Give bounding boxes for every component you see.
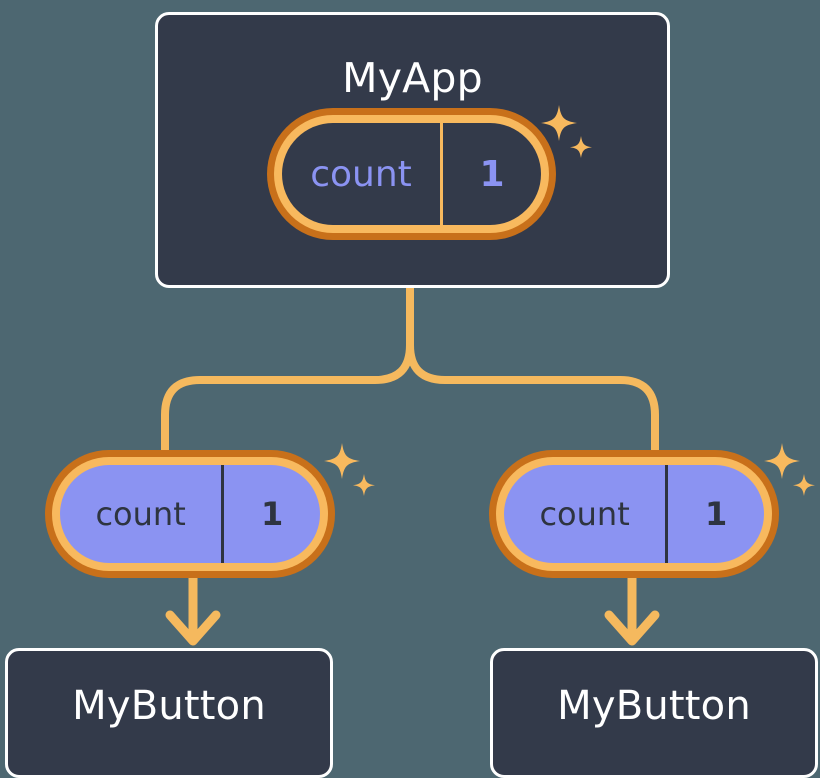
state-pill-face: count 1 [504,465,764,563]
state-pill-child-left[interactable]: count 1 [45,450,335,578]
state-pill-ring: count 1 [496,457,772,571]
state-pill-face: count 1 [60,465,320,563]
arrow-down-icon [165,573,221,646]
state-value: 1 [665,465,764,563]
connector-root-to-left [161,284,414,459]
sparkle-icon [764,443,800,479]
state-key: count [95,495,186,533]
sparkle-small-icon [353,474,375,496]
state-key: count [539,495,630,533]
state-pill-ring: count 1 [274,115,549,233]
component-title: MyButton [72,683,266,729]
component-title: MyApp [342,54,483,102]
state-pill-root[interactable]: count 1 [267,108,556,240]
state-pill-ring: count 1 [52,457,328,571]
sparkle-icon [324,443,360,479]
state-value: 1 [221,465,320,563]
state-pill-face: count 1 [282,123,541,225]
sparkle-small-icon [793,474,815,496]
component-title: MyButton [557,683,751,729]
connector-root-to-right [406,284,659,459]
arrow-down-icon [604,573,660,646]
state-value: 1 [439,123,541,225]
state-pill-child-right[interactable]: count 1 [489,450,779,578]
component-card-mybutton-left[interactable]: MyButton [5,648,333,778]
state-key: count [310,153,412,195]
component-card-mybutton-right[interactable]: MyButton [490,648,818,778]
